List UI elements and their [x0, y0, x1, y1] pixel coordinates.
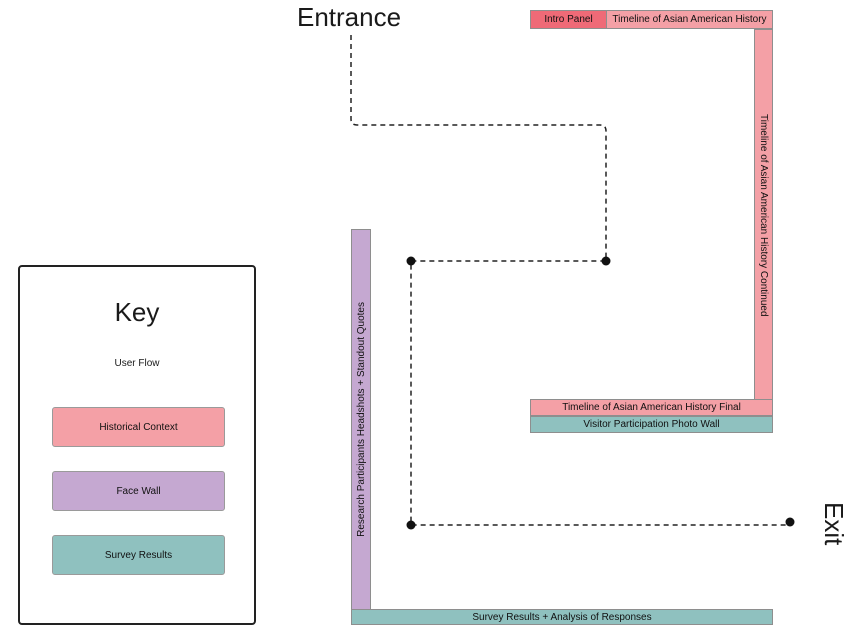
legend-face-wall: Face Wall: [52, 471, 225, 511]
photo-wall-panel: Visitor Participation Photo Wall: [530, 416, 773, 433]
entrance-label: Entrance: [297, 2, 402, 32]
headshots-label: Research Participants Headshots + Stando…: [355, 302, 367, 537]
survey-analysis-panel: Survey Results + Analysis of Responses: [351, 609, 773, 625]
flow-node-lower-left: [406, 520, 416, 530]
legend-user-flow-label: User Flow: [114, 358, 160, 369]
legend-title: Key: [114, 297, 160, 327]
legend-survey-results: Survey Results: [52, 535, 225, 575]
timeline-panel: Timeline of Asian American History: [606, 10, 773, 29]
legend-historical-context: Historical Context: [52, 407, 225, 447]
headshots-panel: Research Participants Headshots + Stando…: [351, 229, 371, 610]
intro-panel: Intro Panel: [530, 10, 607, 29]
legend-box: Key User Flow Historical Context Face Wa…: [18, 265, 256, 625]
timeline-continued-label: Timeline of Asian American History Conti…: [758, 113, 769, 317]
flow-node-exit: [785, 517, 795, 527]
user-flow-path-entrance: [350, 35, 790, 526]
flow-node-upper-right: [601, 256, 611, 266]
flow-node-upper-left: [406, 256, 416, 266]
exit-label: Exit: [819, 502, 849, 546]
timeline-continued-panel: Timeline of Asian American History Conti…: [754, 29, 773, 401]
timeline-final-panel: Timeline of Asian American History Final: [530, 399, 773, 416]
